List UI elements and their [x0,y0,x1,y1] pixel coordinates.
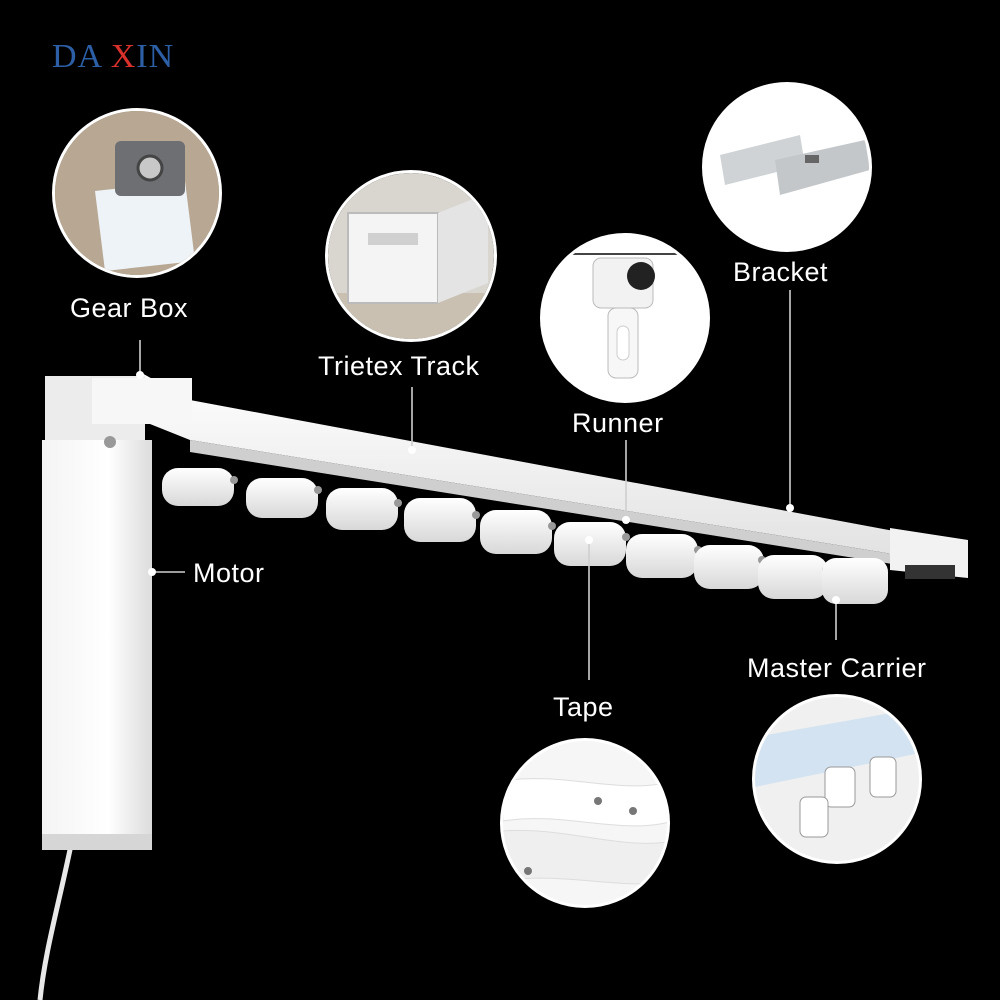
runner-1 [162,468,238,506]
leader-dots [136,371,840,604]
brand-logo: DA XIN [52,38,174,76]
master-carrier-detail-circle [752,694,922,864]
gear-box-detail-circle [52,108,222,278]
bracket-icon [705,85,869,249]
motor-unit [42,376,192,850]
power-cable [37,839,75,1000]
master-carrier-icon [755,697,919,861]
runner-2 [246,478,322,518]
master-carrier-part [822,558,888,604]
end-cap [890,528,968,579]
label-tape: Tape [553,692,614,722]
logo-text-x: X [110,38,137,75]
label-motor: Motor [193,558,265,588]
logo-text-right: IN [136,38,175,75]
label-trietex-track: Trietex Track [318,351,480,381]
tape-detail-circle [500,738,670,908]
runner-5 [480,510,556,554]
runner-group [162,468,888,604]
runner-3 [326,488,402,530]
runner-icon [543,236,707,400]
runner-6 [554,522,630,566]
tape-icon [503,741,667,905]
track-underside [190,440,905,566]
runner-detail-circle [540,233,710,403]
bracket-detail-circle [702,82,872,252]
label-gear-box: Gear Box [70,293,189,323]
gear-box-icon [55,111,219,275]
track-profile-icon [328,173,494,339]
runner-7 [626,534,702,578]
label-runner: Runner [572,408,664,438]
label-bracket: Bracket [733,257,829,287]
runner-9 [758,555,830,599]
runner-4 [404,498,480,542]
label-master-carrier: Master Carrier [747,653,927,683]
track-detail-circle [325,170,497,342]
leader-lines [139,290,837,680]
runner-8 [694,545,766,589]
logo-text-left: DA [52,38,111,75]
track-rail [140,372,905,556]
